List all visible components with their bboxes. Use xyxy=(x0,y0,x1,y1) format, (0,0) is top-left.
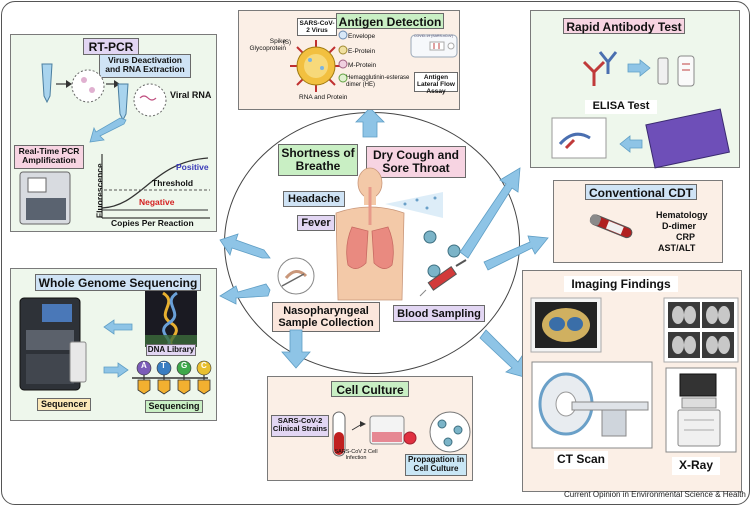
device-text: COVID-19 (SARS-nCoV) xyxy=(414,34,453,38)
pcr-machine-illustration xyxy=(19,171,71,225)
coronavirus-diagram xyxy=(290,40,342,92)
cdt-crp: CRP xyxy=(676,232,696,242)
threshold-label: Threshold xyxy=(152,178,194,188)
rna-extraction-illustration xyxy=(41,63,167,122)
elisa-title: ELISA Test xyxy=(585,100,657,114)
real-time-pcr-text: Real-Time PCR Amplification xyxy=(18,146,80,166)
culture-flask-illustration xyxy=(351,411,471,453)
cell-infection-label: SARS-CoV 2 Cell Infection xyxy=(334,449,378,462)
spike-label: Spike Glycoprotein xyxy=(249,38,287,53)
extraction-to-pcr-arrow xyxy=(89,117,127,143)
cough-droplets-illustration xyxy=(385,192,443,218)
cdt-hematology: Hematology xyxy=(656,210,708,220)
antigen-title: Antigen Detection xyxy=(336,13,444,29)
cdt-title: Conventional CDT xyxy=(585,184,697,200)
cdt-d-dimer: D-dimer xyxy=(662,221,697,231)
he-label: Hemagglutinin-esterase dimer (HE) xyxy=(346,75,410,88)
imaging-title: Imaging Findings xyxy=(564,276,678,292)
blood-sampling-label: Blood Sampling xyxy=(393,305,485,322)
lateral-flow-text: Antigen Lateral Flow Assay xyxy=(417,74,455,96)
virus-label: SARS-CoV-2 Virus xyxy=(297,18,337,36)
pcr-amplification-chart xyxy=(101,154,210,219)
spike-s-label: (S) xyxy=(283,40,291,46)
propagation-text: Propagation in Cell Culture xyxy=(408,455,464,473)
envelope-label: Envelope xyxy=(348,33,376,40)
base-a: A xyxy=(141,361,147,370)
symptom-shortness-of-breath-text: Shortness of Breathe xyxy=(281,146,355,174)
library-to-sequencer-arrow xyxy=(103,319,133,335)
cdt-ast-alt: AST/ALT xyxy=(658,243,696,253)
syringe-icon xyxy=(419,259,467,297)
symptom-dry-cough: Dry Cough and Sore Throat xyxy=(366,146,466,178)
ct-image xyxy=(530,297,602,353)
human-body-illustration xyxy=(335,167,405,301)
antibody-illustration xyxy=(582,51,695,87)
nucleotide-chain xyxy=(132,370,211,395)
base-t: T xyxy=(161,361,166,370)
symptom-dry-cough-text: Dry Cough and Sore Throat xyxy=(373,148,459,176)
wgs-title: Whole Genome Sequencing xyxy=(35,274,201,291)
rna-protein-label: RNA and Protein xyxy=(299,94,348,101)
rna-extraction-text: Virus Deactivation and RNA Extraction xyxy=(105,55,185,75)
sequencing-label: Sequencing xyxy=(145,400,203,413)
rna-extraction-label: Virus Deactivation and RNA Extraction xyxy=(99,54,191,78)
virus-particles-center xyxy=(423,230,461,278)
antibody-title: Rapid Antibody Test xyxy=(563,18,685,34)
clinical-strains-label: SARS-CoV-2 Clinical Strains xyxy=(271,415,329,437)
sequencing-arrow xyxy=(103,362,129,378)
chest-xray-images xyxy=(663,297,739,363)
sequencer-illustration xyxy=(19,297,87,391)
sequencer-label: Sequencer xyxy=(37,398,91,411)
lateral-flow-device xyxy=(410,34,458,58)
fluorescence-axis-label: Fluorescence xyxy=(94,163,105,219)
base-circles xyxy=(136,360,212,376)
nasal-swab-illustration xyxy=(277,257,315,295)
journal-footer: Current Opinion in Environmental Science… xyxy=(564,490,746,499)
e-protein-label: E-Protein xyxy=(348,48,376,55)
propagation-label: Propagation in Cell Culture xyxy=(405,454,467,476)
symptom-shortness-of-breath: Shortness of Breathe xyxy=(278,144,358,176)
culture-title: Cell Culture xyxy=(331,381,409,397)
negative-label: Negative xyxy=(139,197,175,207)
viral-rna-label: Viral RNA xyxy=(170,90,212,100)
positive-label: Positive xyxy=(176,162,209,172)
nasopharyngeal-sample-label: Nasopharyngeal Sample Collection xyxy=(272,302,380,332)
ct-scanner-illustration xyxy=(531,361,653,449)
copies-axis-label: Copies Per Reaction xyxy=(111,218,194,228)
nasopharyngeal-sample-text: Nasopharyngeal Sample Collection xyxy=(278,305,374,330)
clinical-strains-text: SARS-CoV-2 Clinical Strains xyxy=(272,416,328,434)
symptom-headache: Headache xyxy=(283,191,345,207)
base-g: G xyxy=(181,361,188,370)
sample-tube-icon xyxy=(332,411,346,457)
elisa-illustration xyxy=(551,108,730,169)
xray-machine-illustration xyxy=(665,367,737,453)
dna-library-label: DNA Library xyxy=(146,344,196,356)
blood-tube-icon xyxy=(589,214,633,239)
xray-label: X-Ray xyxy=(672,457,720,475)
rt-pcr-title: RT-PCR xyxy=(83,38,139,55)
symptom-fever: Fever xyxy=(297,215,335,231)
protein-legend-icons xyxy=(338,30,348,83)
base-c: C xyxy=(201,361,207,370)
virus-label-text: SARS-CoV-2 Virus xyxy=(299,20,335,35)
real-time-pcr-label: Real-Time PCR Amplification xyxy=(14,145,84,169)
ct-scan-label: CT Scan xyxy=(554,451,608,469)
lateral-flow-label: Antigen Lateral Flow Assay xyxy=(414,72,458,96)
m-protein-label: M-Protein xyxy=(348,62,377,69)
dna-library-image xyxy=(145,291,197,349)
